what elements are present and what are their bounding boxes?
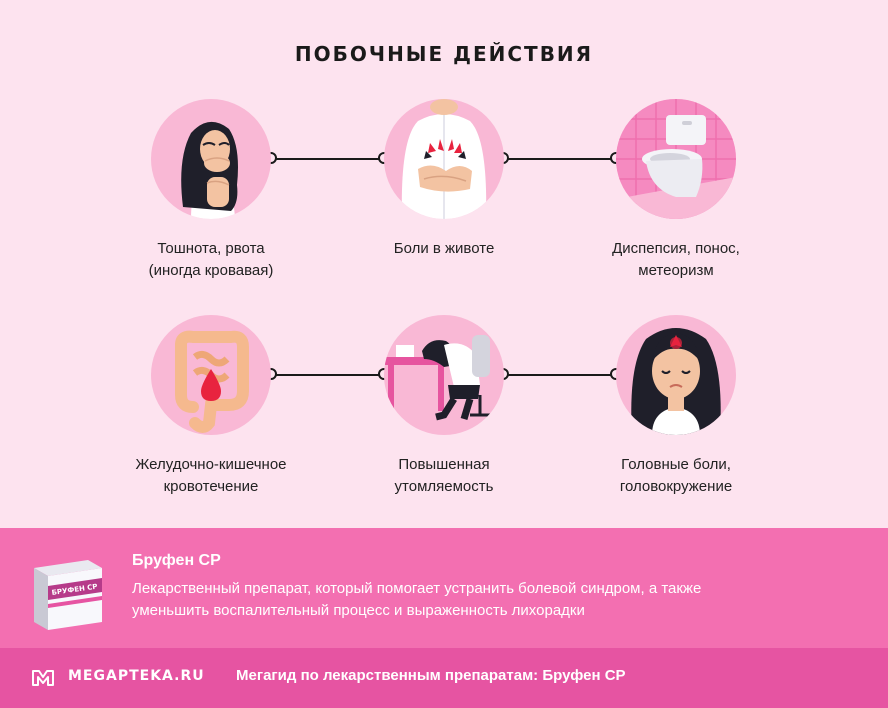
- product-name: Бруфен СР: [132, 552, 221, 569]
- megapteka-logo-icon[interactable]: [30, 665, 56, 689]
- page-title: ПОБОЧНЫЕ ДЕЙСТВИЯ: [294, 42, 594, 66]
- toilet-icon: [616, 99, 736, 219]
- effect-caption-dyspepsia: Диспепсия, понос, метеоризм: [612, 240, 740, 279]
- connector-line: [272, 374, 384, 376]
- fatigue-desk-icon: [384, 315, 504, 435]
- product-package-image: БРУФЕН СР: [26, 546, 104, 632]
- effect-caption-headache: Головные боли, головокружение: [619, 456, 733, 495]
- product-section: БРУФЕН СР Бруфен СР Лекарственный препар…: [0, 528, 888, 648]
- footer-tagline: Мегагид по лекарственным препаратам: Бру…: [236, 667, 626, 684]
- site-link[interactable]: MEGAPTEKA.RU: [68, 668, 205, 684]
- footer: MEGAPTEKA.RU Мегагид по лекарственным пр…: [0, 648, 888, 708]
- connector-line: [272, 158, 384, 160]
- nausea-woman-icon: [151, 99, 271, 219]
- effect-caption-gi-bleeding: Желудочно-кишечное кровотечение: [135, 456, 287, 495]
- connector-line: [504, 158, 616, 160]
- connector-line: [504, 374, 616, 376]
- stomach-pain-icon: [384, 99, 504, 219]
- headache-woman-icon: [616, 315, 736, 435]
- effect-caption-fatigue: Повышенная утомляемость: [394, 456, 494, 495]
- effect-caption-stomach-pain: Боли в животе: [393, 240, 495, 257]
- product-description: Лекарственный препарат, который помогает…: [132, 580, 702, 619]
- intestine-bleeding-icon: [151, 315, 271, 435]
- effect-caption-nausea: Тошнота, рвота (иногда кровавая): [148, 240, 274, 279]
